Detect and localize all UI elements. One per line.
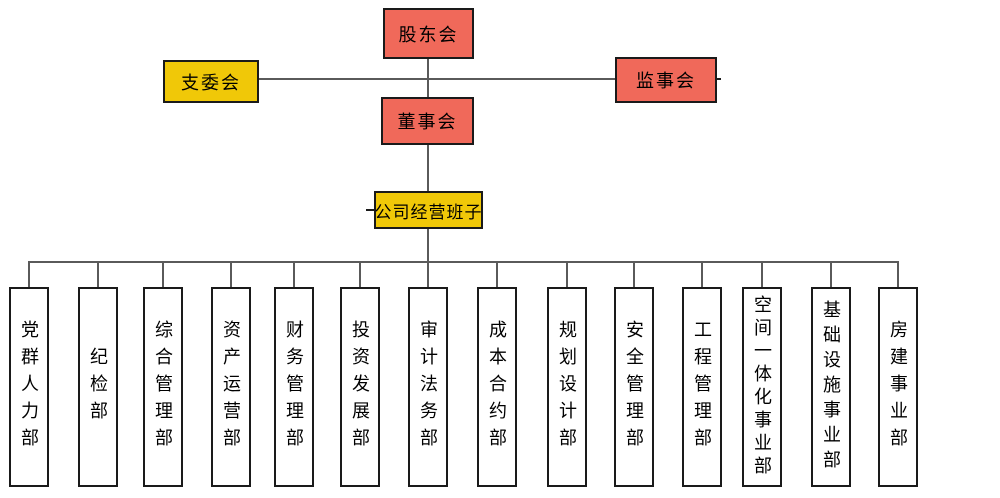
department-label: 成本合约部	[487, 319, 507, 455]
board-of-directors-box: 董事会	[381, 97, 474, 145]
connector-supervisory-right-stub	[716, 78, 721, 80]
department-box-general-management: 综合管理部	[143, 287, 183, 487]
connector-drop-10	[633, 261, 635, 288]
department-label: 党群人力部	[19, 319, 39, 455]
department-box-infrastructure-division: 基础设施事业部	[811, 287, 851, 487]
department-label: 基础设施事业部	[821, 299, 841, 475]
connector-drop-2	[97, 261, 99, 288]
department-label: 资产运营部	[221, 319, 241, 455]
department-box-safety-management: 安全管理部	[614, 287, 654, 487]
department-box-investment-development: 投资发展部	[340, 287, 380, 487]
connector-bus	[28, 261, 899, 263]
connector-drop-12	[761, 261, 763, 288]
connector-board-to-management	[427, 144, 429, 191]
department-box-discipline-inspection: 纪检部	[78, 287, 118, 487]
department-label: 空间一体化事业部	[752, 295, 772, 479]
department-label: 纪检部	[88, 346, 108, 428]
connector-drop-14	[897, 261, 899, 288]
department-box-spatial-integration-division: 空间一体化事业部	[742, 287, 782, 487]
branch-committee-box: 支委会	[163, 60, 259, 103]
department-box-housing-construction-division: 房建事业部	[878, 287, 918, 487]
connector-drop-13	[830, 261, 832, 288]
connector-management-to-bus	[427, 228, 429, 262]
connector-drop-7	[427, 261, 429, 288]
department-label: 规划设计部	[557, 319, 577, 455]
department-label: 财务管理部	[284, 319, 304, 455]
department-label: 安全管理部	[624, 319, 644, 455]
department-box-engineering-management: 工程管理部	[682, 287, 722, 487]
connector-drop-11	[701, 261, 703, 288]
department-label: 房建事业部	[888, 319, 908, 455]
management-team-box: 公司经营班子	[374, 191, 483, 229]
department-box-audit-legal: 审计法务部	[408, 287, 448, 487]
connector-drop-6	[359, 261, 361, 288]
connector-management-left-stub	[366, 209, 375, 211]
department-label: 综合管理部	[153, 319, 173, 455]
department-label: 工程管理部	[692, 319, 712, 455]
department-label: 审计法务部	[418, 319, 438, 455]
department-label: 投资发展部	[350, 319, 370, 455]
department-box-planning-design: 规划设计部	[547, 287, 587, 487]
department-box-cost-contracts: 成本合约部	[477, 287, 517, 487]
department-box-party-masses-hr: 党群人力部	[9, 287, 49, 487]
department-box-asset-operations: 资产运营部	[211, 287, 251, 487]
department-box-finance-management: 财务管理部	[274, 287, 314, 487]
connector-branch-to-supervisory	[259, 78, 616, 80]
shareholders-meeting-box: 股东会	[383, 8, 474, 59]
connector-drop-5	[293, 261, 295, 288]
connector-drop-3	[162, 261, 164, 288]
connector-drop-1	[28, 261, 30, 288]
connector-drop-4	[230, 261, 232, 288]
supervisory-board-box: 监事会	[615, 57, 717, 103]
connector-drop-9	[566, 261, 568, 288]
connector-drop-8	[496, 261, 498, 288]
